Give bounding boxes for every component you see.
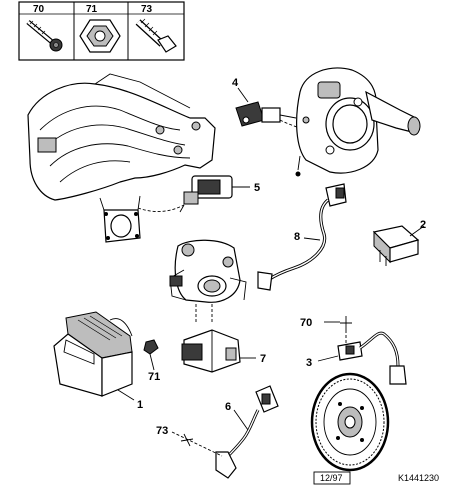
callout-6: 6 [225, 401, 231, 413]
wiring-harness [257, 183, 347, 291]
idle-actuator [181, 329, 256, 373]
date-box [313, 471, 351, 485]
callout-7: 7 [260, 353, 266, 365]
hex-nut-icon [79, 19, 121, 53]
callout-71: 71 [148, 371, 160, 383]
screw-icon [135, 18, 177, 53]
screw-ref-label: 73 [141, 4, 153, 15]
bolt-ref-label: 70 [33, 4, 45, 15]
callout-2: 2 [420, 219, 426, 231]
callout-4: 4 [232, 77, 239, 89]
callout-5: 5 [254, 182, 260, 194]
bolt-icon [26, 20, 63, 52]
intake-manifold [27, 73, 216, 243]
relay [372, 225, 425, 266]
pressure-sensor [137, 175, 250, 213]
map-sensor [235, 87, 301, 129]
callout-70: 70 [300, 317, 312, 329]
crank-sensor [317, 331, 407, 385]
sensor-screw [171, 431, 223, 457]
throttle-body [295, 67, 421, 177]
flywheel [310, 372, 390, 472]
throttle-assembly [169, 239, 247, 322]
footer-date: 12/97 [320, 473, 343, 483]
cam-sensor-screw [324, 316, 352, 346]
nut-ref-label: 71 [86, 4, 98, 15]
callout-8: 8 [294, 231, 300, 243]
engine-ecu [53, 311, 135, 401]
callout-73: 73 [156, 425, 168, 437]
callout-3: 3 [306, 357, 312, 369]
callout-1: 1 [137, 399, 143, 411]
footer-reference: K1441230 [398, 473, 439, 483]
crank-position-sensor [215, 385, 279, 479]
ecu-nut [143, 339, 159, 371]
